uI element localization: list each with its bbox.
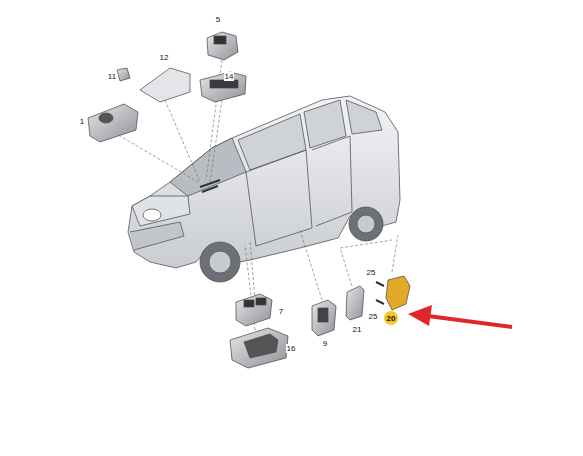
callout-number: 21 <box>352 325 363 334</box>
switch-9 <box>312 300 336 336</box>
callout-number: 5 <box>215 15 221 24</box>
callout-number: 1 <box>79 117 85 126</box>
leader-lines <box>110 60 398 330</box>
switch-5 <box>207 32 238 60</box>
switch-14 <box>200 72 246 102</box>
housing-16 <box>230 328 288 368</box>
parts <box>88 32 410 368</box>
callout-number: 16 <box>286 344 297 353</box>
switch-11 <box>117 68 130 81</box>
callout-number: 9 <box>322 339 328 348</box>
callout-number: 11 <box>107 72 117 81</box>
callout-number: 20 <box>387 314 396 323</box>
cover-12 <box>140 68 190 102</box>
callout-number: 25 <box>368 312 379 321</box>
pointer-arrow <box>408 305 512 327</box>
switch-1 <box>88 104 138 142</box>
callout-number: 12 <box>159 53 170 62</box>
part-20 <box>386 276 410 310</box>
van <box>128 96 400 282</box>
bracket-21 <box>346 286 364 320</box>
callout-number: 25 <box>366 268 377 277</box>
callout-number: 14 <box>224 72 235 81</box>
switch-7 <box>236 294 272 326</box>
callout-circle: 20 <box>384 311 398 325</box>
callout-number: 7 <box>278 307 284 316</box>
